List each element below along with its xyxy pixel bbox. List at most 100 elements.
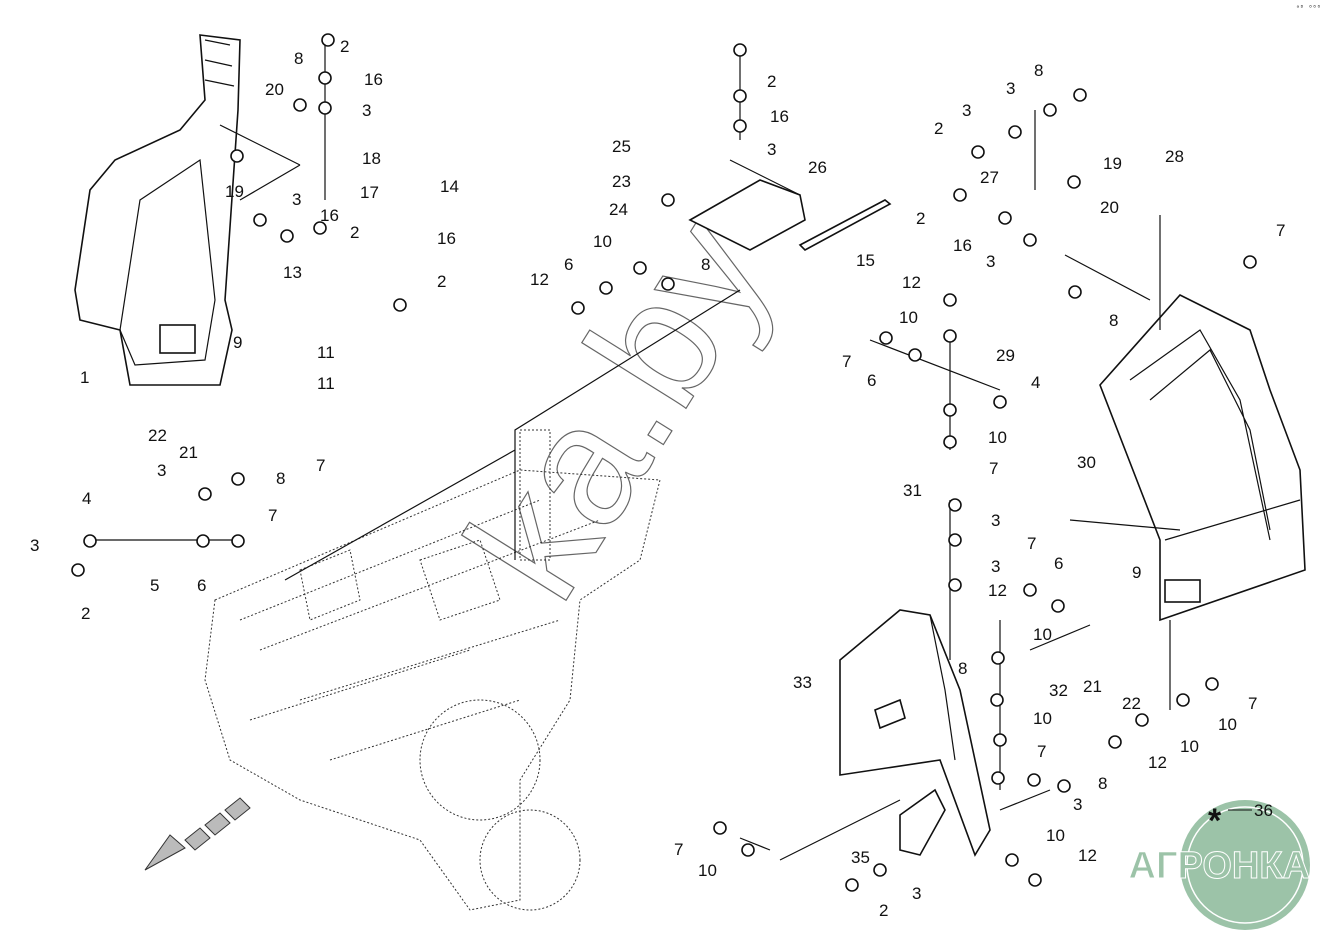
fastener-icon — [661, 193, 675, 207]
fastener-icon — [1135, 713, 1149, 727]
callout-20: 20 — [265, 80, 284, 99]
callout-4: 4 — [1031, 373, 1040, 392]
fastener-icon — [318, 71, 332, 85]
callout-1: 1 — [80, 368, 89, 387]
fastener-icon — [943, 403, 957, 417]
fastener-icon — [1027, 773, 1041, 787]
fastener-icon — [733, 89, 747, 103]
callout-7: 7 — [1037, 742, 1046, 761]
fastener-icon — [231, 534, 245, 548]
fastener-icon — [1023, 233, 1037, 247]
callout-3: 3 — [157, 461, 166, 480]
fastener-icon — [733, 43, 747, 57]
fastener-icon — [1073, 88, 1087, 102]
fastener-icon — [1068, 285, 1082, 299]
callout-2: 2 — [879, 901, 888, 920]
fastener-icon — [943, 329, 957, 343]
fastener-icon — [230, 149, 244, 163]
fastener-icon — [998, 211, 1012, 225]
callout-8: 8 — [701, 255, 710, 274]
callout-11: 11 — [317, 374, 335, 393]
fastener-icon — [971, 145, 985, 159]
callout-8: 8 — [276, 469, 285, 488]
callout-22: 22 — [148, 426, 167, 445]
fastener-icon — [231, 472, 245, 486]
fastener-icon — [1028, 873, 1042, 887]
callout-3: 3 — [30, 536, 39, 555]
callout-12: 12 — [1148, 753, 1167, 772]
fastener-icon — [990, 693, 1004, 707]
fastener-icon — [313, 221, 327, 235]
tractor-frame — [204, 429, 661, 911]
callout-10: 10 — [988, 428, 1007, 447]
callout-3: 3 — [991, 557, 1000, 576]
callout-3: 3 — [1006, 79, 1015, 98]
callout-25: 25 — [612, 137, 631, 156]
fastener-icon — [948, 533, 962, 547]
note-number: 36 — [1254, 801, 1273, 820]
watermark: ka.by — [430, 184, 806, 629]
fastener-icon — [1005, 853, 1019, 867]
fastener-icon — [280, 229, 294, 243]
callout-8: 8 — [294, 49, 303, 68]
rear-fender-left — [839, 609, 991, 857]
fastener-icon — [571, 301, 585, 315]
callout-16: 16 — [953, 236, 972, 255]
callout-7: 7 — [989, 459, 998, 478]
fastener-icon — [393, 298, 407, 312]
callout-21: 21 — [1083, 677, 1102, 696]
fastener-icon — [1057, 779, 1071, 793]
rod — [798, 199, 892, 251]
fastener-icon — [1243, 255, 1257, 269]
callout-30: 30 — [1077, 453, 1096, 472]
fastener-icon — [908, 348, 922, 362]
fastener-icon — [948, 578, 962, 592]
fastener-icon — [1176, 693, 1190, 707]
callout-10: 10 — [1033, 709, 1052, 728]
callout-2: 2 — [767, 72, 776, 91]
callout-17: 17 — [360, 183, 379, 202]
callout-7: 7 — [842, 352, 851, 371]
callout-35: 35 — [851, 848, 870, 867]
fastener-icon — [879, 331, 893, 345]
callout-2: 2 — [437, 272, 446, 291]
callout-14: 14 — [440, 177, 459, 196]
fastener-icon — [71, 563, 85, 577]
callout-16: 16 — [437, 229, 456, 248]
callout-10: 10 — [1033, 625, 1052, 644]
fastener-icon — [293, 98, 307, 112]
callout-3: 3 — [1073, 795, 1082, 814]
callout-4: 4 — [82, 489, 91, 508]
callout-15: 15 — [856, 251, 875, 270]
callout-7: 7 — [1276, 221, 1285, 240]
callout-10: 10 — [1180, 737, 1199, 756]
callout-7: 7 — [1027, 534, 1036, 553]
fastener-icon — [321, 33, 335, 47]
fastener-icon — [1043, 103, 1057, 117]
callout-2: 2 — [81, 604, 90, 623]
callout-3: 3 — [991, 511, 1000, 530]
callout-8: 8 — [1034, 61, 1043, 80]
fastener-icon — [198, 487, 212, 501]
fastener-icon — [993, 395, 1007, 409]
callout-12: 12 — [1078, 846, 1097, 865]
callout-10: 10 — [698, 861, 717, 880]
fastener-icon — [741, 843, 755, 857]
callout-18: 18 — [362, 149, 381, 168]
fastener-icon — [196, 534, 210, 548]
fastener-icon — [993, 733, 1007, 747]
callout-12: 12 — [902, 273, 921, 292]
callout-10: 10 — [899, 308, 918, 327]
callout-10: 10 — [1218, 715, 1237, 734]
callout-5: 5 — [150, 576, 159, 595]
callout-19: 19 — [1103, 154, 1122, 173]
callout-2: 2 — [934, 119, 943, 138]
callout-7: 7 — [1248, 694, 1257, 713]
callout-22: 22 — [1122, 694, 1141, 713]
direction-arrow — [144, 797, 251, 871]
callout-32: 32 — [1049, 681, 1068, 700]
fastener-icon — [991, 771, 1005, 785]
